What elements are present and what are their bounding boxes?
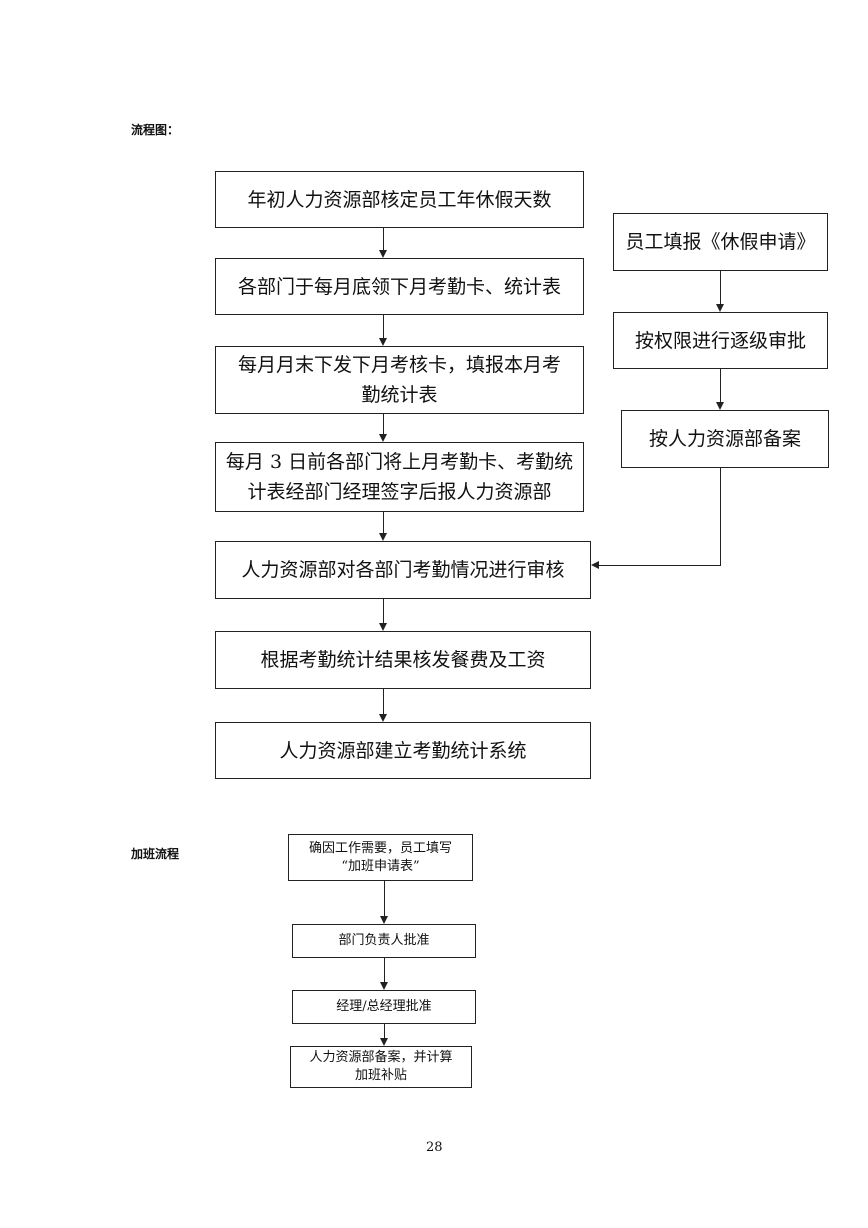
main-step-1-text: 年初人力资源部核定员工年休假天数 [247,188,552,211]
main-step-5-text: 人力资源部对各部门考勤情况进行审核 [241,559,565,581]
overtime-step-4-line1: 人力资源部备案，并计算 [309,1050,453,1065]
overtime-step-2: 部门负责人批准 [292,924,476,958]
arrow-head [716,402,724,410]
arrow-head [379,714,387,722]
arrow-line [383,414,384,434]
leave-step-1-text: 员工填报《休假申请》 [625,231,816,253]
leave-step-2: 按权限进行逐级审批 [613,312,828,369]
arrow-head [379,338,387,346]
arrow-head [380,1038,388,1046]
main-step-7: 人力资源部建立考勤统计系统 [215,722,591,779]
arrow-head [380,916,388,924]
overtime-step-1-line1: 确因工作需要，员工填写 [308,840,452,856]
arrow-head [379,434,387,442]
arrow-line [384,958,385,982]
overtime-step-3-text: 经理/总经理批准 [336,999,432,1014]
connector-line [599,565,721,566]
overtime-step-4-line2: 加班补贴 [354,1068,407,1083]
arrow-line [383,315,384,338]
arrow-head [591,561,599,569]
overtime-step-1: 确因工作需要，员工填写 “加班申请表” [288,834,473,881]
leave-step-1: 员工填报《休假申请》 [613,213,828,271]
main-step-3-line1: 每月月末下发下月考核卡，填报本月考 [237,354,561,376]
main-step-4-line2: 计表经部门经理签字后报人力资源部 [247,481,552,503]
arrow-head [380,982,388,990]
main-step-4-line1: 每月 3 日前各部门将上月考勤卡、考勤统 [225,451,574,473]
overtime-step-1-line2: “加班申请表” [341,858,420,874]
arrow-head [716,304,724,312]
overtime-step-2-text: 部门负责人批准 [338,933,430,948]
arrow-head [379,623,387,631]
arrow-line [384,881,385,916]
overtime-step-4: 人力资源部备案，并计算 加班补贴 [290,1046,472,1088]
main-step-6-text: 根据考勤统计结果核发餐费及工资 [260,649,546,671]
main-step-4: 每月 3 日前各部门将上月考勤卡、考勤统 计表经部门经理签字后报人力资源部 [215,442,584,512]
main-step-2: 各部门于每月底领下月考勤卡、统计表 [215,258,584,315]
main-step-1: 年初人力资源部核定员工年休假天数 [215,171,584,228]
connector-line [720,468,721,566]
arrow-line [384,1024,385,1038]
main-step-3: 每月月末下发下月考核卡，填报本月考 勤统计表 [215,346,584,414]
overtime-heading: 加班流程 [131,847,180,861]
page-number: 28 [426,1140,443,1155]
arrow-line [383,512,384,533]
flowchart-heading: 流程图： [131,123,180,137]
arrow-line [383,228,384,250]
main-step-2-text: 各部门于每月底领下月考勤卡、统计表 [237,275,561,298]
leave-step-2-text: 按权限进行逐级审批 [634,329,806,352]
leave-step-3: 按人力资源部备案 [621,410,829,468]
arrow-head [379,533,387,541]
arrow-line [720,369,721,402]
overtime-step-3: 经理/总经理批准 [292,990,476,1024]
main-step-6: 根据考勤统计结果核发餐费及工资 [215,631,591,689]
main-step-5: 人力资源部对各部门考勤情况进行审核 [215,541,591,599]
arrow-head [379,250,387,258]
arrow-line [383,599,384,623]
arrow-line [720,271,721,304]
arrow-line [383,689,384,714]
main-step-3-line2: 勤统计表 [361,384,438,406]
leave-step-3-text: 按人力资源部备案 [648,428,801,450]
main-step-7-text: 人力资源部建立考勤统计系统 [279,739,527,762]
